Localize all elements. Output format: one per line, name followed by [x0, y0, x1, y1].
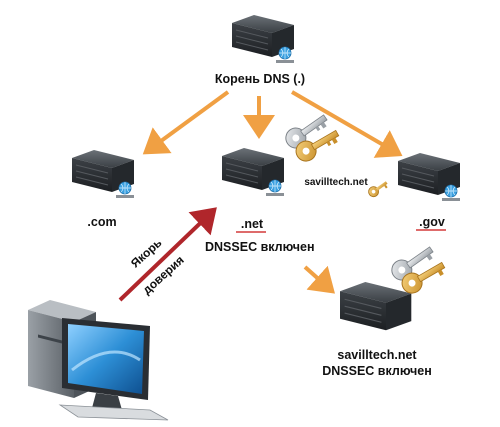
savilltech-label: savilltech.net	[337, 348, 417, 362]
net-server-icon	[221, 147, 285, 197]
arrow-root-to-com	[142, 90, 230, 155]
gov-label: .gov	[419, 215, 445, 229]
arrow-net-to-savilltech	[303, 265, 335, 294]
arrow-root-to-gov	[290, 90, 403, 158]
net-label: .net	[240, 217, 264, 231]
savilltech-keys-icon	[391, 246, 446, 294]
client-computer-icon	[28, 300, 169, 421]
com-label: .com	[87, 215, 117, 229]
net-keys-icon	[285, 114, 340, 162]
savilltech-server-icon	[339, 281, 412, 331]
root-label: Корень DNS (.)	[214, 72, 306, 86]
trust-anchor-arrow	[118, 207, 217, 302]
gov-server-icon	[397, 152, 461, 202]
com-server-icon	[71, 149, 135, 199]
key-owner-label: savilltech.net	[304, 177, 368, 188]
gov-key-icon	[368, 181, 388, 198]
savilltech-status-label: DNSSEC включен	[322, 364, 432, 378]
root-server-icon	[231, 14, 295, 64]
net-status-label: DNSSEC включен	[205, 240, 315, 254]
